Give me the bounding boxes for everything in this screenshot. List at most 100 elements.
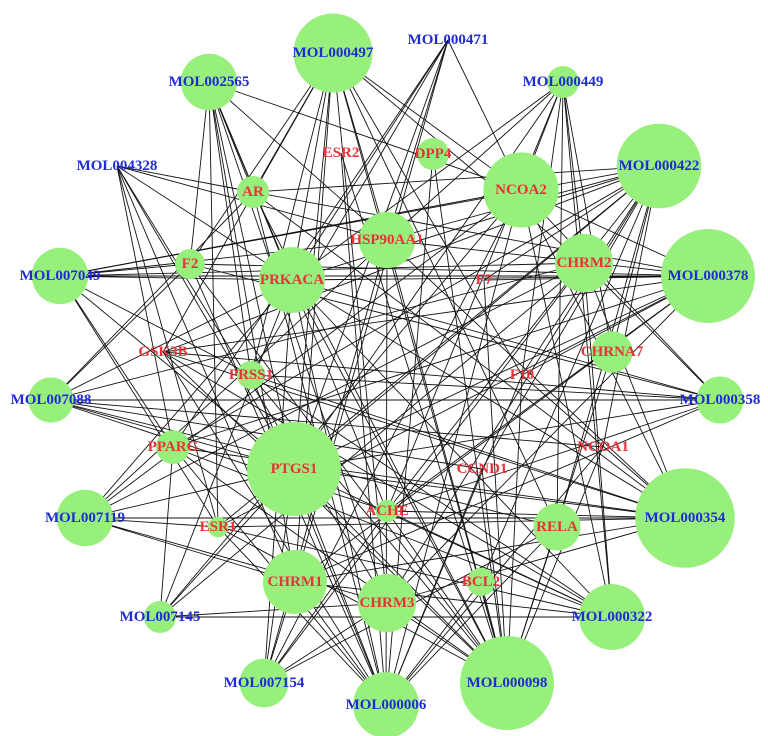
node-chrm2[interactable] xyxy=(554,233,614,293)
node-label-mol007049: MOL007049 xyxy=(20,268,101,284)
node-mol007088[interactable] xyxy=(28,377,74,423)
edge-MOL000449-F10 xyxy=(521,81,564,376)
node-label-mol000471: MOL000471 xyxy=(408,32,489,48)
node-ptgs1[interactable] xyxy=(247,422,341,516)
edge-MOL007049-PTGS1 xyxy=(59,275,295,470)
node-chrna7[interactable] xyxy=(591,331,633,373)
edge-MOL000098-GSK3B xyxy=(162,351,508,684)
node-esr1[interactable] xyxy=(207,516,229,538)
edge-MOL000098-HSP90AA1 xyxy=(386,239,508,684)
node-mol000354[interactable] xyxy=(635,468,735,568)
edge-MOL000422-CHRM3 xyxy=(386,165,660,604)
node-prss1[interactable] xyxy=(236,360,266,390)
edge-MOL000358-NCOA2 xyxy=(520,189,721,401)
node-mol007154[interactable] xyxy=(239,658,289,708)
node-mol007049[interactable] xyxy=(31,247,89,305)
edge-MOL000422-BCL2 xyxy=(480,165,660,583)
edge-MOL000471-PRKACA xyxy=(291,39,449,281)
node-pparg[interactable] xyxy=(156,430,190,464)
edge-MOL007088-PRKACA xyxy=(50,279,293,401)
edge-MOL007145-CHRM2 xyxy=(159,262,585,618)
edge-MOL000098-F10 xyxy=(506,374,523,684)
edge-MOL007049-NCOA2 xyxy=(59,189,522,277)
node-label-mol000358: MOL000358 xyxy=(680,392,761,408)
edge-MOL000006-F10 xyxy=(385,374,523,706)
edge-MOL000098-F2 xyxy=(189,263,508,684)
node-label-mol000378: MOL000378 xyxy=(668,268,749,284)
edge-MOL007049-PPARG xyxy=(59,275,174,448)
node-f2[interactable] xyxy=(175,249,205,279)
node-label-gsk3b: GSK3B xyxy=(138,344,187,360)
edge-MOL000322-NCOA2 xyxy=(520,189,613,618)
edge-MOL000358-PTGS1 xyxy=(293,399,721,470)
node-mol007119[interactable] xyxy=(56,489,114,547)
edge-MOL000322-CHRM1 xyxy=(294,581,613,618)
edge-MOL000006-RELA xyxy=(385,526,558,706)
node-label-hsp90aa1: HSP90AA1 xyxy=(350,232,423,248)
edge-MOL000378-PPARG xyxy=(172,275,709,448)
edge-MOL002565-ESR1 xyxy=(208,81,219,528)
node-mol000358[interactable] xyxy=(696,376,744,424)
node-hsp90aa1[interactable] xyxy=(358,211,416,269)
edge-MOL000378-CHRM1 xyxy=(294,275,709,583)
node-dpp4[interactable] xyxy=(417,138,449,170)
node-rela[interactable] xyxy=(533,503,581,551)
edge-MOL007145-PRKACA xyxy=(159,279,293,618)
edge-MOL000449-PTGS1 xyxy=(293,81,564,470)
node-mol002565[interactable] xyxy=(180,53,238,111)
node-label-chrna7: CHRNA7 xyxy=(581,344,644,360)
node-label-mol000449: MOL000449 xyxy=(523,74,604,90)
node-mol000449[interactable] xyxy=(547,66,579,98)
node-label-mol000322: MOL000322 xyxy=(572,609,653,625)
edge-MOL000006-PRKACA xyxy=(291,279,387,706)
edge-MOL000098-PTGS1 xyxy=(293,468,508,684)
edge-MOL007088-F2 xyxy=(50,263,191,401)
edge-MOL007145-CHRM3 xyxy=(159,602,388,618)
edge-MOL004328-PRKACA xyxy=(116,165,293,281)
node-mol000497[interactable] xyxy=(293,13,373,93)
node-chrm3[interactable] xyxy=(357,573,417,633)
node-label-ccnd1: CCND1 xyxy=(457,461,508,477)
node-label-chrm2: CHRM2 xyxy=(557,255,612,271)
edge-MOL000354-CHRM1 xyxy=(294,517,686,583)
edge-MOL000322-GSK3B xyxy=(162,351,613,618)
node-mol000098[interactable] xyxy=(460,636,554,730)
edge-MOL000098-DPP4 xyxy=(432,153,508,684)
edge-MOL007119-PRKACA xyxy=(84,279,293,519)
edge-MOL000449-CHRM2 xyxy=(562,81,585,264)
edge-MOL007119-CHRM3 xyxy=(84,517,388,604)
edge-MOL000358-CHRM1 xyxy=(294,399,721,583)
edge-MOL000449-CHRNA7 xyxy=(562,81,613,353)
edge-MOL000006-HSP90AA1 xyxy=(385,239,388,706)
edge-MOL000006-GSK3B xyxy=(162,351,387,706)
node-ache[interactable] xyxy=(375,499,399,523)
edge-MOL004328-AR xyxy=(116,165,254,193)
edge-MOL002565-PTGS1 xyxy=(208,81,295,470)
node-mol000006[interactable] xyxy=(353,672,419,736)
node-label-bcl2: BCL2 xyxy=(462,574,500,590)
node-mol000378[interactable] xyxy=(661,229,755,323)
node-label-f7: F7 xyxy=(476,272,493,288)
node-mol000422[interactable] xyxy=(616,123,702,209)
edge-MOL000422-AR xyxy=(252,165,660,193)
edge-MOL000006-NCOA1 xyxy=(385,446,604,706)
edge-MOL000422-ACHE xyxy=(386,165,660,512)
node-ncoa2[interactable] xyxy=(483,152,559,228)
edge-MOL007088-AR xyxy=(50,191,254,401)
node-mol007145[interactable] xyxy=(144,601,176,633)
edge-MOL000358-PRKACA xyxy=(291,279,721,401)
edge-MOL007049-PRSS1 xyxy=(59,275,252,376)
node-mol000322[interactable] xyxy=(579,584,645,650)
edge-MOL000422-GSK3B xyxy=(162,165,660,353)
edge-MOL000354-PRSS1 xyxy=(250,374,686,519)
node-ar[interactable] xyxy=(237,176,269,208)
edge-MOL000422-CCND1 xyxy=(481,165,660,470)
node-bcl2[interactable] xyxy=(466,567,496,597)
node-label-pparg: PPARG xyxy=(148,439,199,455)
node-chrm1[interactable] xyxy=(263,550,327,614)
edge-MOL000354-PTGS1 xyxy=(293,468,686,519)
node-prkaca[interactable] xyxy=(259,247,325,313)
edge-MOL000098-PPARG xyxy=(172,446,508,684)
node-label-chrm3: CHRM3 xyxy=(360,595,415,611)
